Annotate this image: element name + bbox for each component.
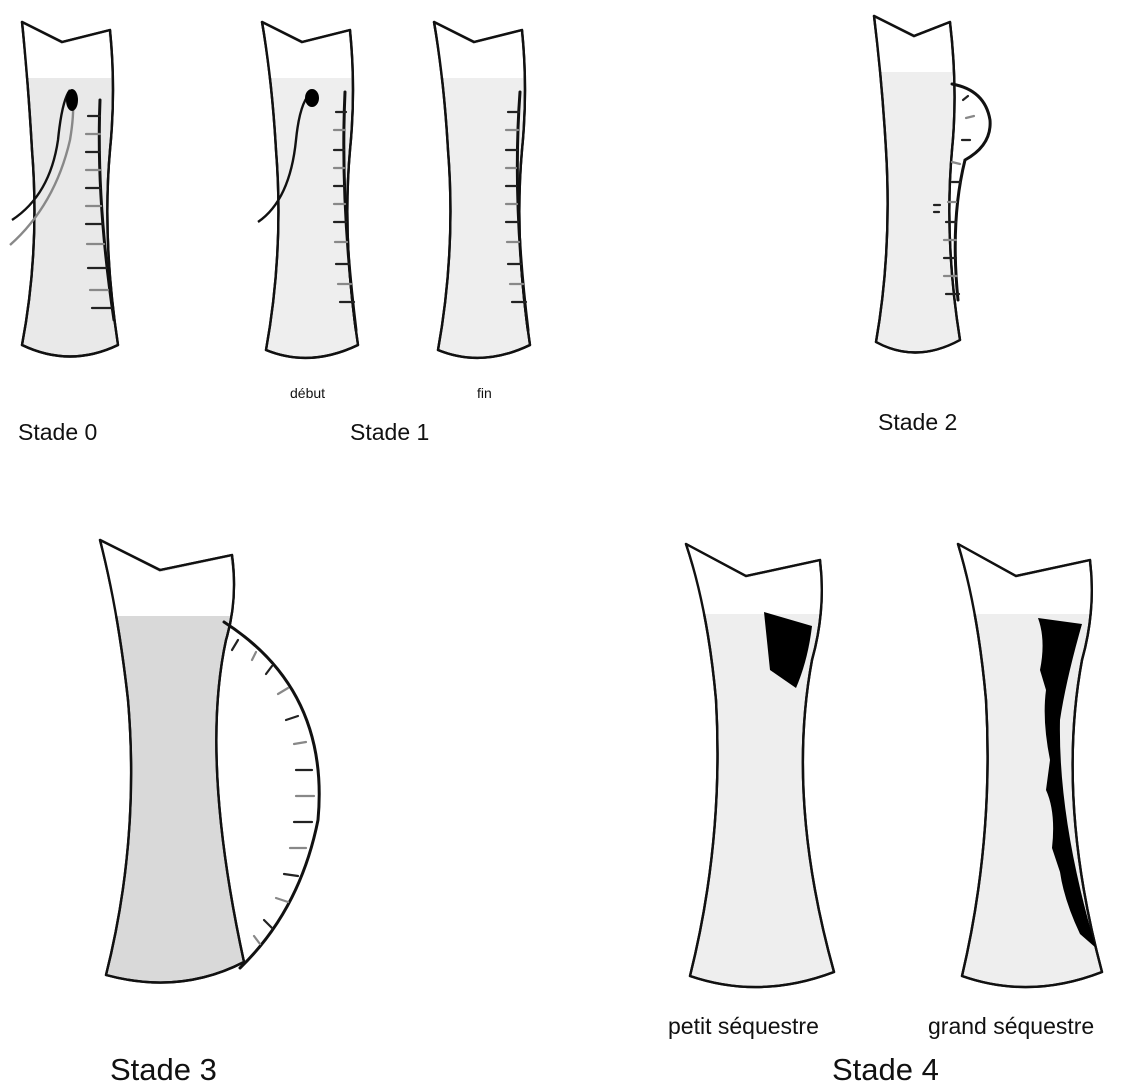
stage-3-bone [100, 540, 319, 983]
stage-3-label: Stade 3 [110, 1052, 217, 1087]
stage-4-petit-label: petit séquestre [668, 1013, 819, 1039]
stage-1-debut-label: début [290, 385, 325, 401]
stage-0-label: Stade 0 [18, 419, 97, 445]
stage-0-bone [10, 22, 118, 357]
stage-2-bone [874, 16, 990, 353]
stage-4-large-sequestrum-bone [958, 544, 1102, 987]
stage-4-small-sequestrum-bone [686, 544, 834, 987]
stage-1-end-bone [434, 22, 530, 358]
stage-1-fin-label: fin [477, 385, 492, 401]
stage-4-label: Stade 4 [832, 1052, 939, 1087]
stage-1-start-bone [258, 22, 358, 358]
stage-1-label: Stade 1 [350, 419, 429, 445]
stage-2-label: Stade 2 [878, 409, 957, 435]
stage-4-grand-label: grand séquestre [928, 1013, 1094, 1039]
